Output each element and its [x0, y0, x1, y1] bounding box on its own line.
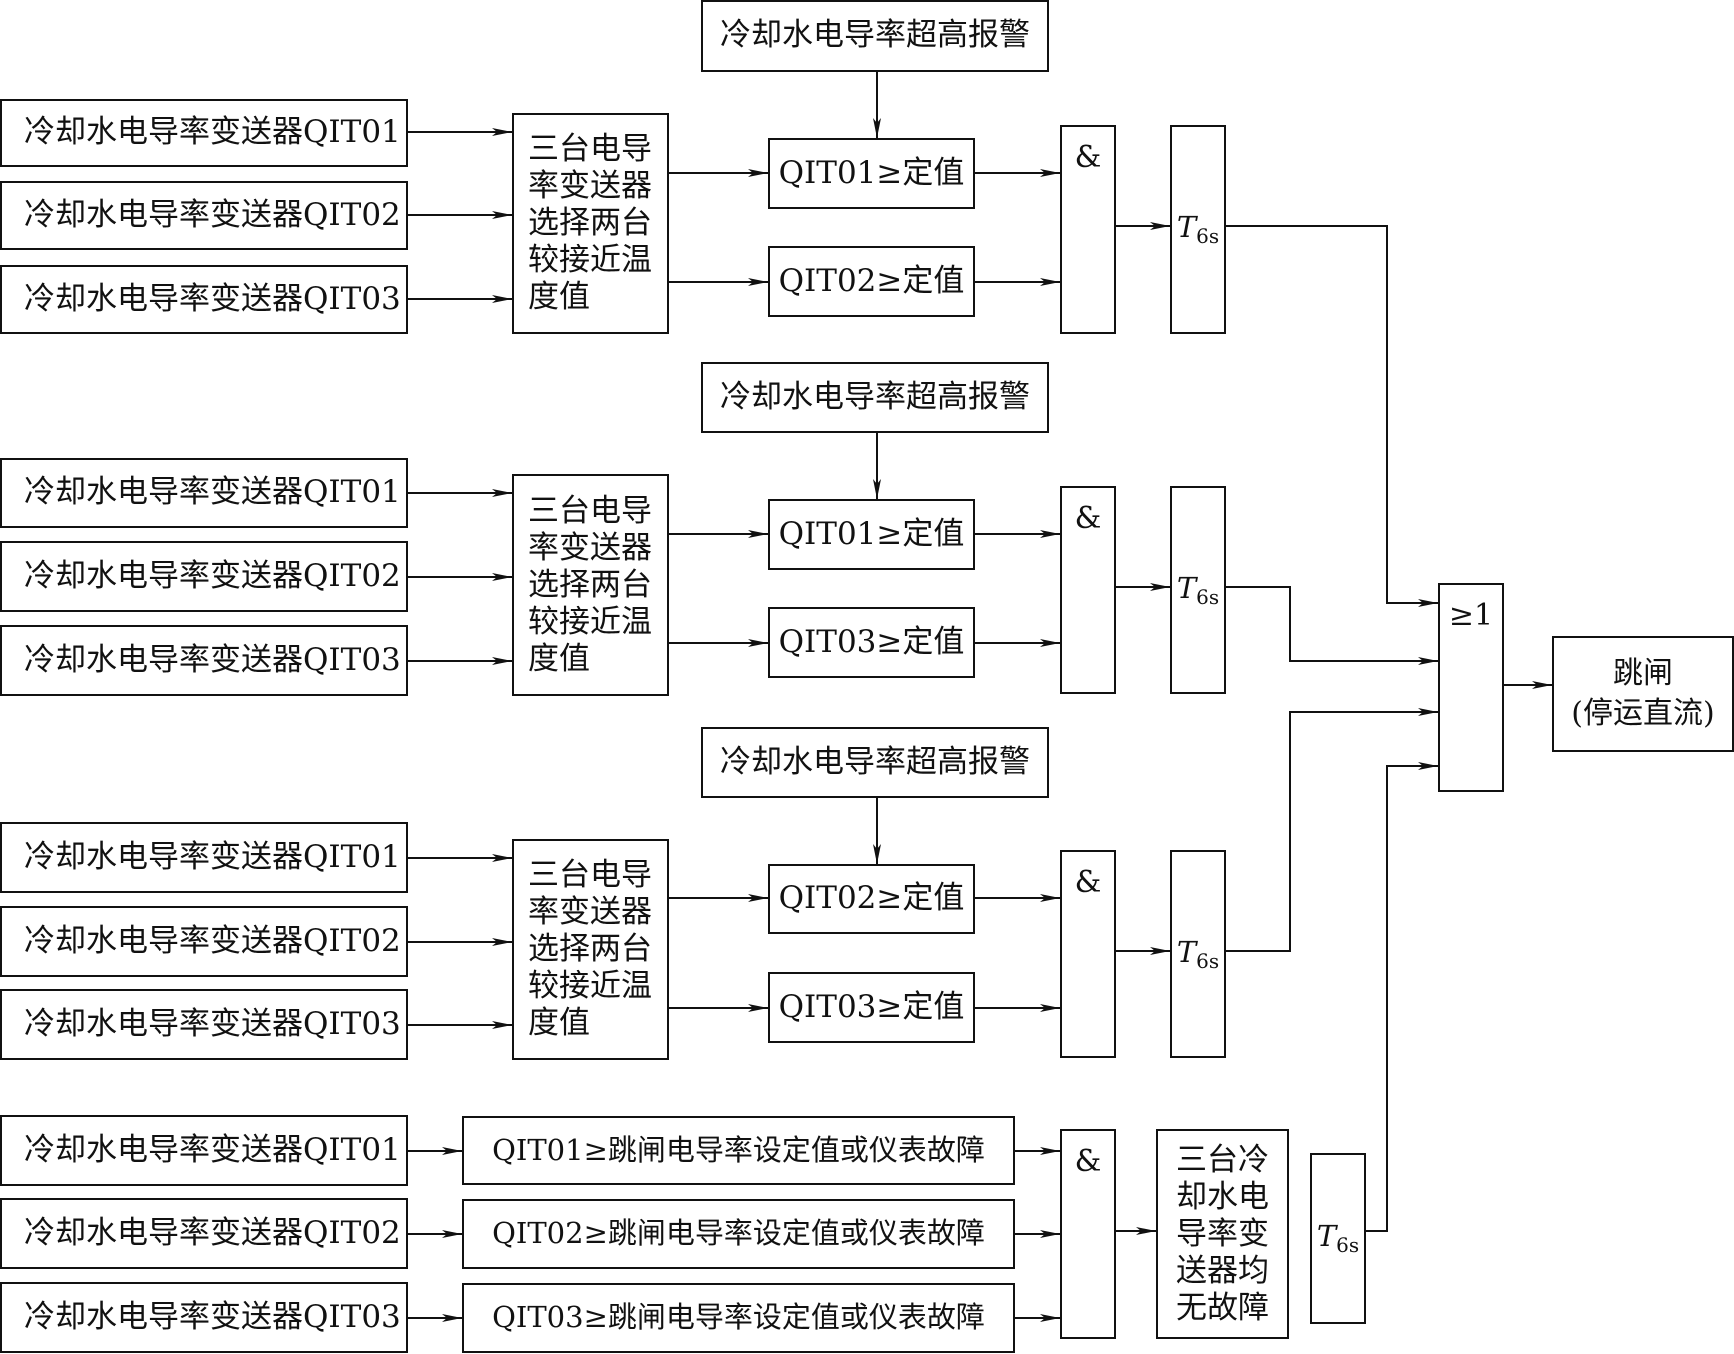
trip-setpoint-qit01: QIT01≥跳闸电导率设定值或仪表故障	[462, 1116, 1015, 1185]
compare-qit01: QIT01≥定值	[768, 499, 975, 570]
compare-qit02: QIT02≥定值	[768, 864, 975, 934]
compare-qit02: QIT02≥定值	[768, 246, 975, 317]
compare-qit03: QIT03≥定值	[768, 972, 975, 1043]
or-gate: ≥1	[1438, 583, 1504, 792]
selector-block: 三台电导 率变送器 选择两台 较接近温 度值	[512, 839, 669, 1060]
sensor-qit03: 冷却水电导率变送器QIT03	[0, 265, 408, 334]
trip-setpoint-qit03: QIT03≥跳闸电导率设定值或仪表故障	[462, 1283, 1015, 1353]
and-gate: &	[1060, 850, 1116, 1058]
no-fault-block: 三台冷 却水电 导率变 送器均 无故障	[1156, 1129, 1289, 1339]
wire	[1365, 762, 1438, 1232]
trip-output-block: 跳闸 (停运直流)	[1552, 636, 1734, 752]
sensor-qit01: 冷却水电导率变送器QIT01	[0, 99, 408, 167]
timer-block: T6s	[1170, 486, 1226, 694]
high-alarm-block: 冷却水电导率超高报警	[701, 0, 1049, 72]
sensor-qit02: 冷却水电导率变送器QIT02	[0, 541, 408, 612]
and-gate: &	[1060, 125, 1116, 334]
sensor-qit03: 冷却水电导率变送器QIT03	[0, 625, 408, 696]
timer-label: T6s	[1316, 1219, 1360, 1257]
high-alarm-block: 冷却水电导率超高报警	[701, 362, 1049, 433]
compare-qit01: QIT01≥定值	[768, 138, 975, 209]
and-gate: &	[1060, 1129, 1116, 1339]
timer-block: T6s	[1170, 850, 1226, 1058]
sensor-qit03: 冷却水电导率变送器QIT03	[0, 1282, 408, 1353]
wire	[1225, 708, 1438, 952]
timer-block: T6s	[1170, 125, 1226, 334]
sensor-qit02: 冷却水电导率变送器QIT02	[0, 1198, 408, 1269]
timer-label: T6s	[1176, 570, 1220, 609]
sensor-qit01: 冷却水电导率变送器QIT01	[0, 458, 408, 528]
timer-label: T6s	[1176, 210, 1220, 248]
sensor-qit01: 冷却水电导率变送器QIT01	[0, 822, 408, 893]
sensor-qit02: 冷却水电导率变送器QIT02	[0, 906, 408, 977]
wire	[1225, 225, 1438, 607]
timer-label: T6s	[1176, 934, 1220, 973]
high-alarm-block: 冷却水电导率超高报警	[701, 727, 1049, 798]
selector-block: 三台电导 率变送器 选择两台 较接近温 度值	[512, 474, 669, 696]
wire	[1225, 586, 1438, 665]
selector-block: 三台电导 率变送器 选择两台 较接近温 度值	[512, 113, 669, 334]
timer-block: T6s	[1310, 1153, 1366, 1324]
sensor-qit03: 冷却水电导率变送器QIT03	[0, 989, 408, 1060]
and-gate: &	[1060, 486, 1116, 694]
sensor-qit02: 冷却水电导率变送器QIT02	[0, 181, 408, 250]
sensor-qit01: 冷却水电导率变送器QIT01	[0, 1115, 408, 1186]
trip-setpoint-qit02: QIT02≥跳闸电导率设定值或仪表故障	[462, 1199, 1015, 1269]
compare-qit03: QIT03≥定值	[768, 607, 975, 678]
